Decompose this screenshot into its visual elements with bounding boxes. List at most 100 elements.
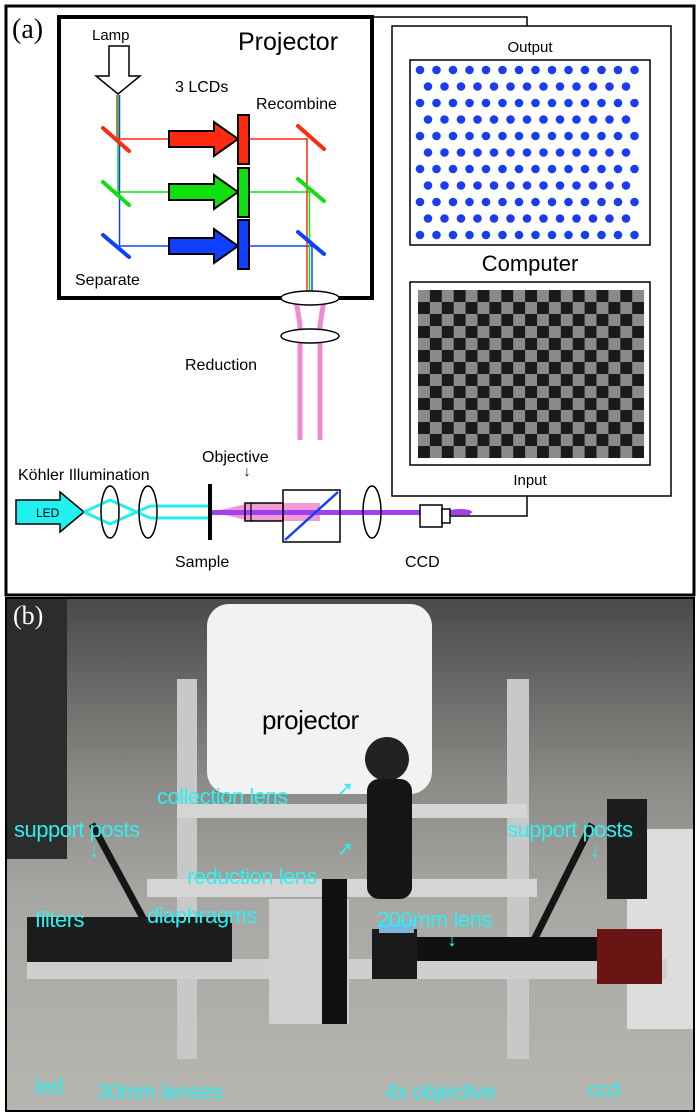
checker-cell [501,374,514,386]
checker-cell [548,326,561,338]
setup-photo [7,599,693,1059]
checker-cell [429,374,442,386]
blue-mirror [101,233,131,259]
output-dot [580,230,590,240]
checker-cell [596,446,609,458]
checker-cell [453,350,466,362]
output-dot [473,181,482,190]
output-dot [448,65,458,75]
checker-cell [465,338,478,350]
output-dot [588,181,598,190]
filters-label: filters [35,907,85,932]
output-dot [580,65,590,75]
output-dot [588,82,598,91]
checker-cell [584,434,597,446]
checker-cell [477,350,490,362]
checker-cell [525,374,537,386]
dichroic-mirror [284,491,339,541]
output-dot [588,115,598,124]
output-dot [432,98,441,108]
output-dot [448,131,458,141]
imaging-beam [212,510,470,515]
output-dot [522,214,532,223]
output-dot [473,82,482,91]
blue-lcd-arrow-icon [168,227,240,265]
checker-cell [501,446,514,458]
checker-cell [513,386,526,398]
output-dot [555,115,565,124]
input-camera-image [418,290,645,458]
output-dot [506,115,515,124]
output-dot [498,131,507,141]
output-dot [465,98,474,108]
output-dot [432,230,441,240]
panel-b-tag: (b) [13,601,44,630]
output-dot [473,115,482,124]
output-dot [440,115,449,124]
output-dot [613,164,623,174]
checker-cell [453,302,466,314]
reduction-lens-photo [367,779,412,899]
output-label: Output [507,39,553,56]
output-dot [564,197,573,207]
checker-cell [513,434,526,446]
output-dot [547,131,557,141]
checker-cell [525,446,537,458]
checker-cell [596,326,609,338]
reduction-lens-1 [280,290,340,306]
output-dot [423,82,433,91]
output-dot [448,164,458,174]
collection-lens-label: collection lens [157,784,288,809]
checker-cell [572,398,585,410]
output-dot [498,230,507,240]
upper-rail [177,804,527,818]
checker-cell [465,410,478,422]
checker-cell [501,350,514,362]
output-dot [481,230,491,240]
checker-cell [560,338,573,350]
output-dot [564,131,573,141]
checker-cell [477,374,490,386]
checker-cell [525,398,537,410]
sample-label: Sample [175,554,229,571]
output-dot [531,65,540,75]
led-label: LED [36,506,60,520]
support-posts-left-label: support posts [14,817,140,842]
output-dot [440,214,449,223]
checker-cell [537,338,549,350]
green-recombine-mirror [296,177,326,203]
checker-cell [537,434,549,446]
lamp-label: Lamp [92,27,130,44]
30mm-lenses-label: 30mm lenses [97,1079,223,1104]
collection-lens-arrow-icon: ➚ [337,778,354,800]
computer-label: Computer [482,251,579,276]
output-dot [597,98,606,108]
output-dot [498,65,507,75]
red-lcd-arrow-icon [168,120,240,158]
separate-label: Separate [75,272,140,289]
checker-cell [620,374,633,386]
output-dot [572,82,581,91]
red-dichroic-mirror [101,126,131,153]
output-dot [522,181,532,190]
checker-cell [620,326,633,338]
illumination-beam [83,498,210,526]
output-dot [432,197,441,207]
support-posts-right-arrow-icon: ↓ [590,840,600,862]
output-dot [415,65,425,75]
checker-cell [429,398,442,410]
output-dot [489,214,499,223]
output-dot [489,82,499,91]
output-dot [514,197,524,207]
checker-cell [477,422,490,434]
output-dot [621,214,631,223]
output-dot [456,181,466,190]
checker-cell [608,314,621,326]
checker-cell [620,350,633,362]
ccd-photo-label: ccd [587,1077,620,1102]
4x-objective-label: 4x objective [385,1079,496,1104]
output-dot [473,214,482,223]
output-dot [539,115,548,124]
output-dot [481,197,491,207]
checker-cell [596,302,609,314]
